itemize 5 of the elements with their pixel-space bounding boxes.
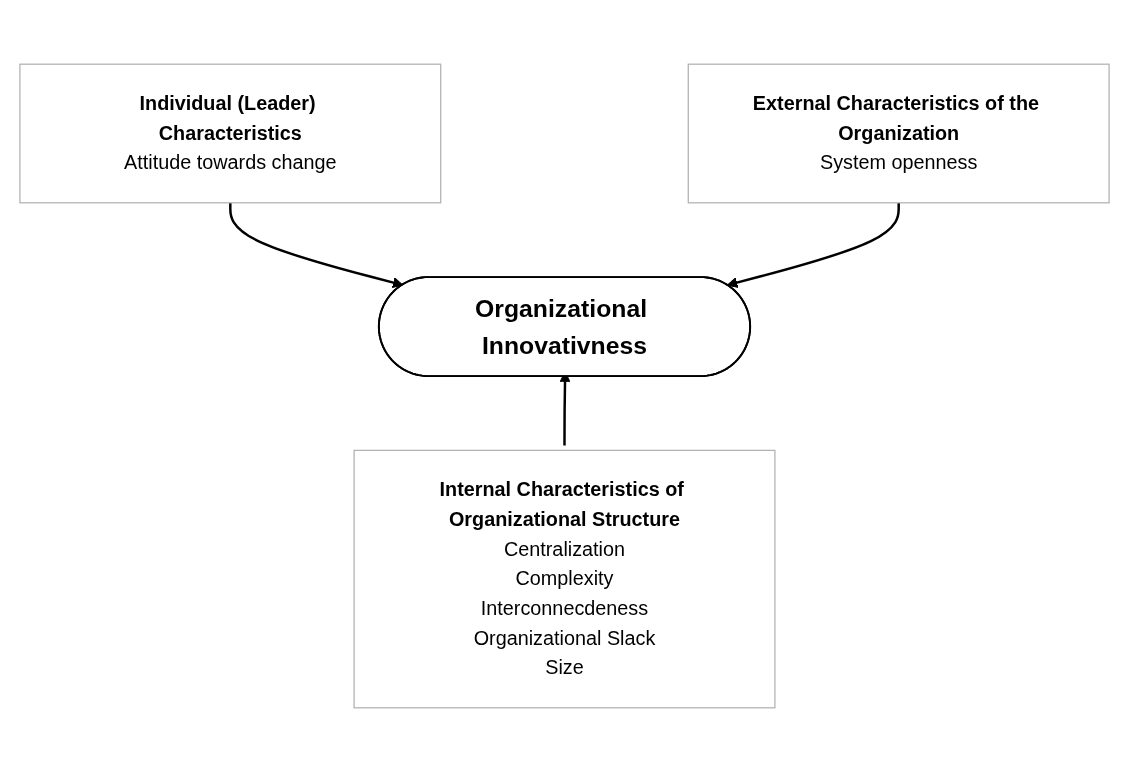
arrow bbox=[726, 202, 900, 288]
node-box: Individual (Leader) Characteristics Attitude towards change bbox=[19, 63, 442, 204]
node-box: External Characteristics of the Organization System openness bbox=[687, 63, 1110, 204]
node-box: Internal Characteristics of Organizational Structure Centralization Complexity Interconnecdeness Organizational Slack Size bbox=[353, 449, 776, 709]
arrow bbox=[229, 202, 404, 288]
